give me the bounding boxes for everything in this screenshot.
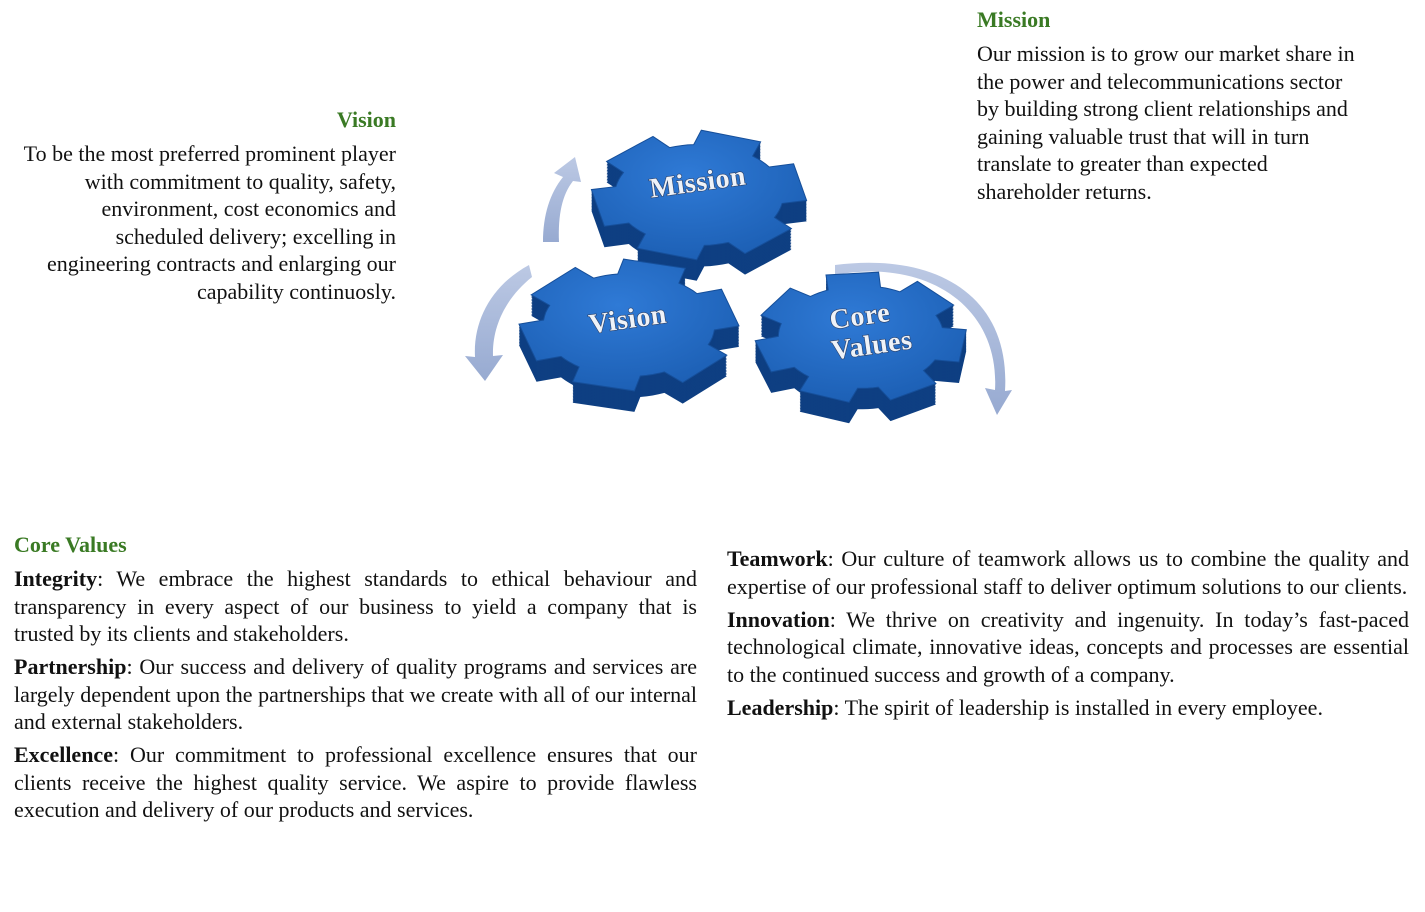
core-value-separator: : xyxy=(827,546,842,571)
core-value-text: The spirit of leadership is installed in… xyxy=(844,694,1323,720)
core-values-left-column: Integrity: We embrace the highest standa… xyxy=(14,565,697,829)
gear-core-values xyxy=(754,271,967,424)
core-value-term: Teamwork xyxy=(727,546,828,571)
core-value-text: We embrace the highest standards to ethi… xyxy=(14,566,697,646)
core-value-term: Excellence xyxy=(14,742,113,767)
core-value-leadership: Leadership: The spirit of leadership is … xyxy=(727,694,1409,722)
core-value-term: Integrity xyxy=(14,566,98,591)
core-value-term: Partnership xyxy=(14,654,127,679)
core-value-integrity: Integrity: We embrace the highest standa… xyxy=(14,565,697,648)
curved-arrow-down-right-icon xyxy=(835,262,1012,415)
gear-vision xyxy=(518,258,740,412)
mission-heading: Mission xyxy=(977,7,1051,32)
core-value-separator: : xyxy=(126,654,140,679)
core-value-separator: : xyxy=(97,566,117,591)
core-value-text: We thrive on creativity and ingenuity. I… xyxy=(727,606,1409,687)
vision-text: To be the most preferred prominent playe… xyxy=(23,141,396,304)
core-value-separator: : xyxy=(112,742,130,767)
core-value-term: Innovation xyxy=(727,606,830,632)
core-value-partnership: Partnership: Our success and delivery of… xyxy=(14,653,697,736)
curved-arrow-down-left-icon xyxy=(465,265,532,381)
curved-arrow-up-icon xyxy=(543,157,581,242)
gear-vision-face xyxy=(518,258,740,392)
core-value-text: Our culture of teamwork allows us to com… xyxy=(727,546,1409,599)
mission-text: Our mission is to grow our market share … xyxy=(977,41,1355,204)
core-value-excellence: Excellence: Our commitment to profession… xyxy=(14,741,697,824)
core-value-separator: : xyxy=(829,606,847,632)
core-value-text: Our commitment to professional excellenc… xyxy=(14,742,697,822)
gear-mission-face xyxy=(590,129,808,261)
core-value-innovation: Innovation: We thrive on creativity and … xyxy=(727,606,1409,689)
core-values-right-column: Teamwork: Our culture of teamwork allows… xyxy=(727,545,1409,727)
gear-mission xyxy=(590,129,808,281)
gears-diagram: Mission Vision Core Values xyxy=(465,129,1012,424)
gear-core-values-face xyxy=(754,271,967,403)
core-value-separator: : xyxy=(833,694,845,720)
core-value-teamwork: Teamwork: Our culture of teamwork allows… xyxy=(727,545,1409,600)
core-value-term: Leadership xyxy=(727,694,834,720)
vision-heading: Vision xyxy=(336,107,396,132)
core-values-heading: Core Values xyxy=(14,532,127,557)
core-value-text: Our success and delivery of quality prog… xyxy=(14,654,697,734)
